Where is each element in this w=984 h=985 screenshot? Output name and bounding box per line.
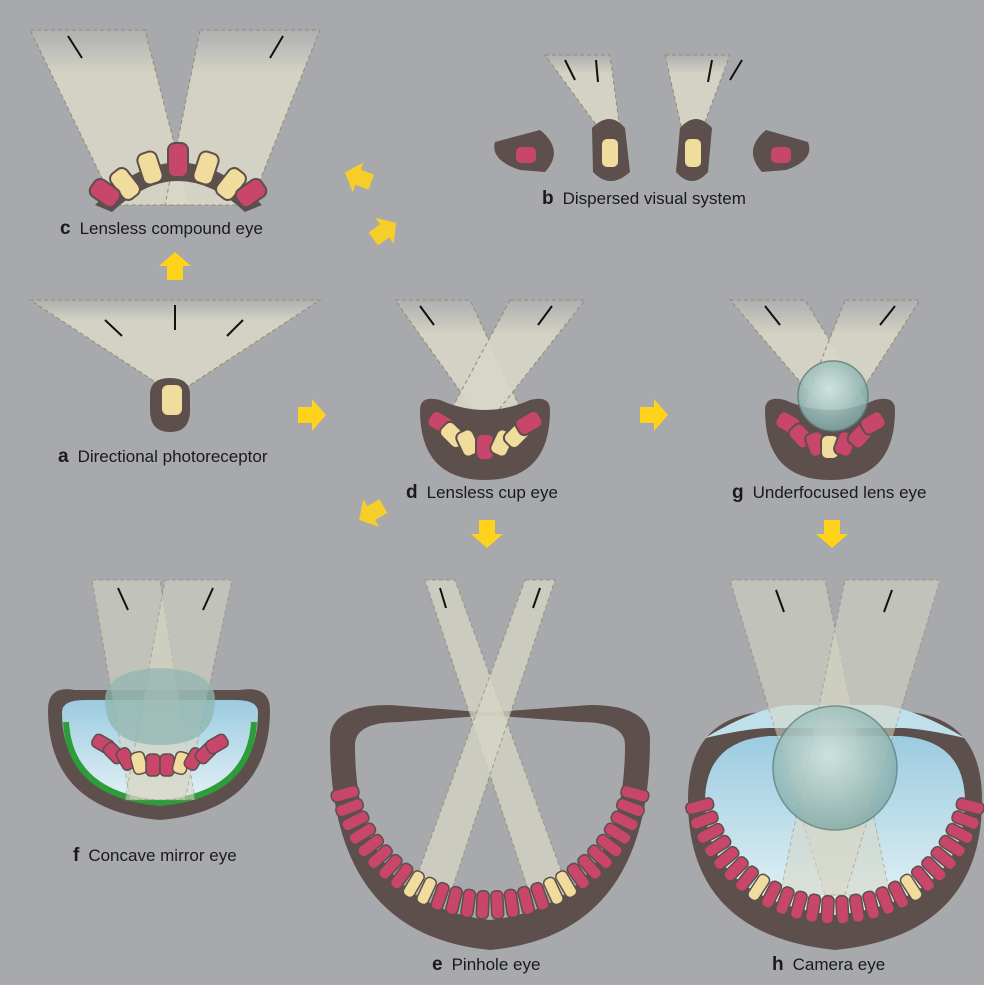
lens [105,668,215,745]
photoreceptor [491,891,504,920]
lens [773,706,897,830]
photoreceptor [476,891,489,920]
lens [798,361,868,431]
photoreceptor-red [770,146,792,164]
photoreceptor [836,896,849,925]
photoreceptor-yellow [161,384,183,416]
label-panel-a: aDirectional photoreceptor [58,446,268,468]
photoreceptor-yellow [684,138,702,168]
photoreceptor-yellow [601,138,619,168]
photoreceptor-red [515,146,537,164]
photoreceptor-red [168,143,188,177]
photoreceptor [821,896,834,925]
